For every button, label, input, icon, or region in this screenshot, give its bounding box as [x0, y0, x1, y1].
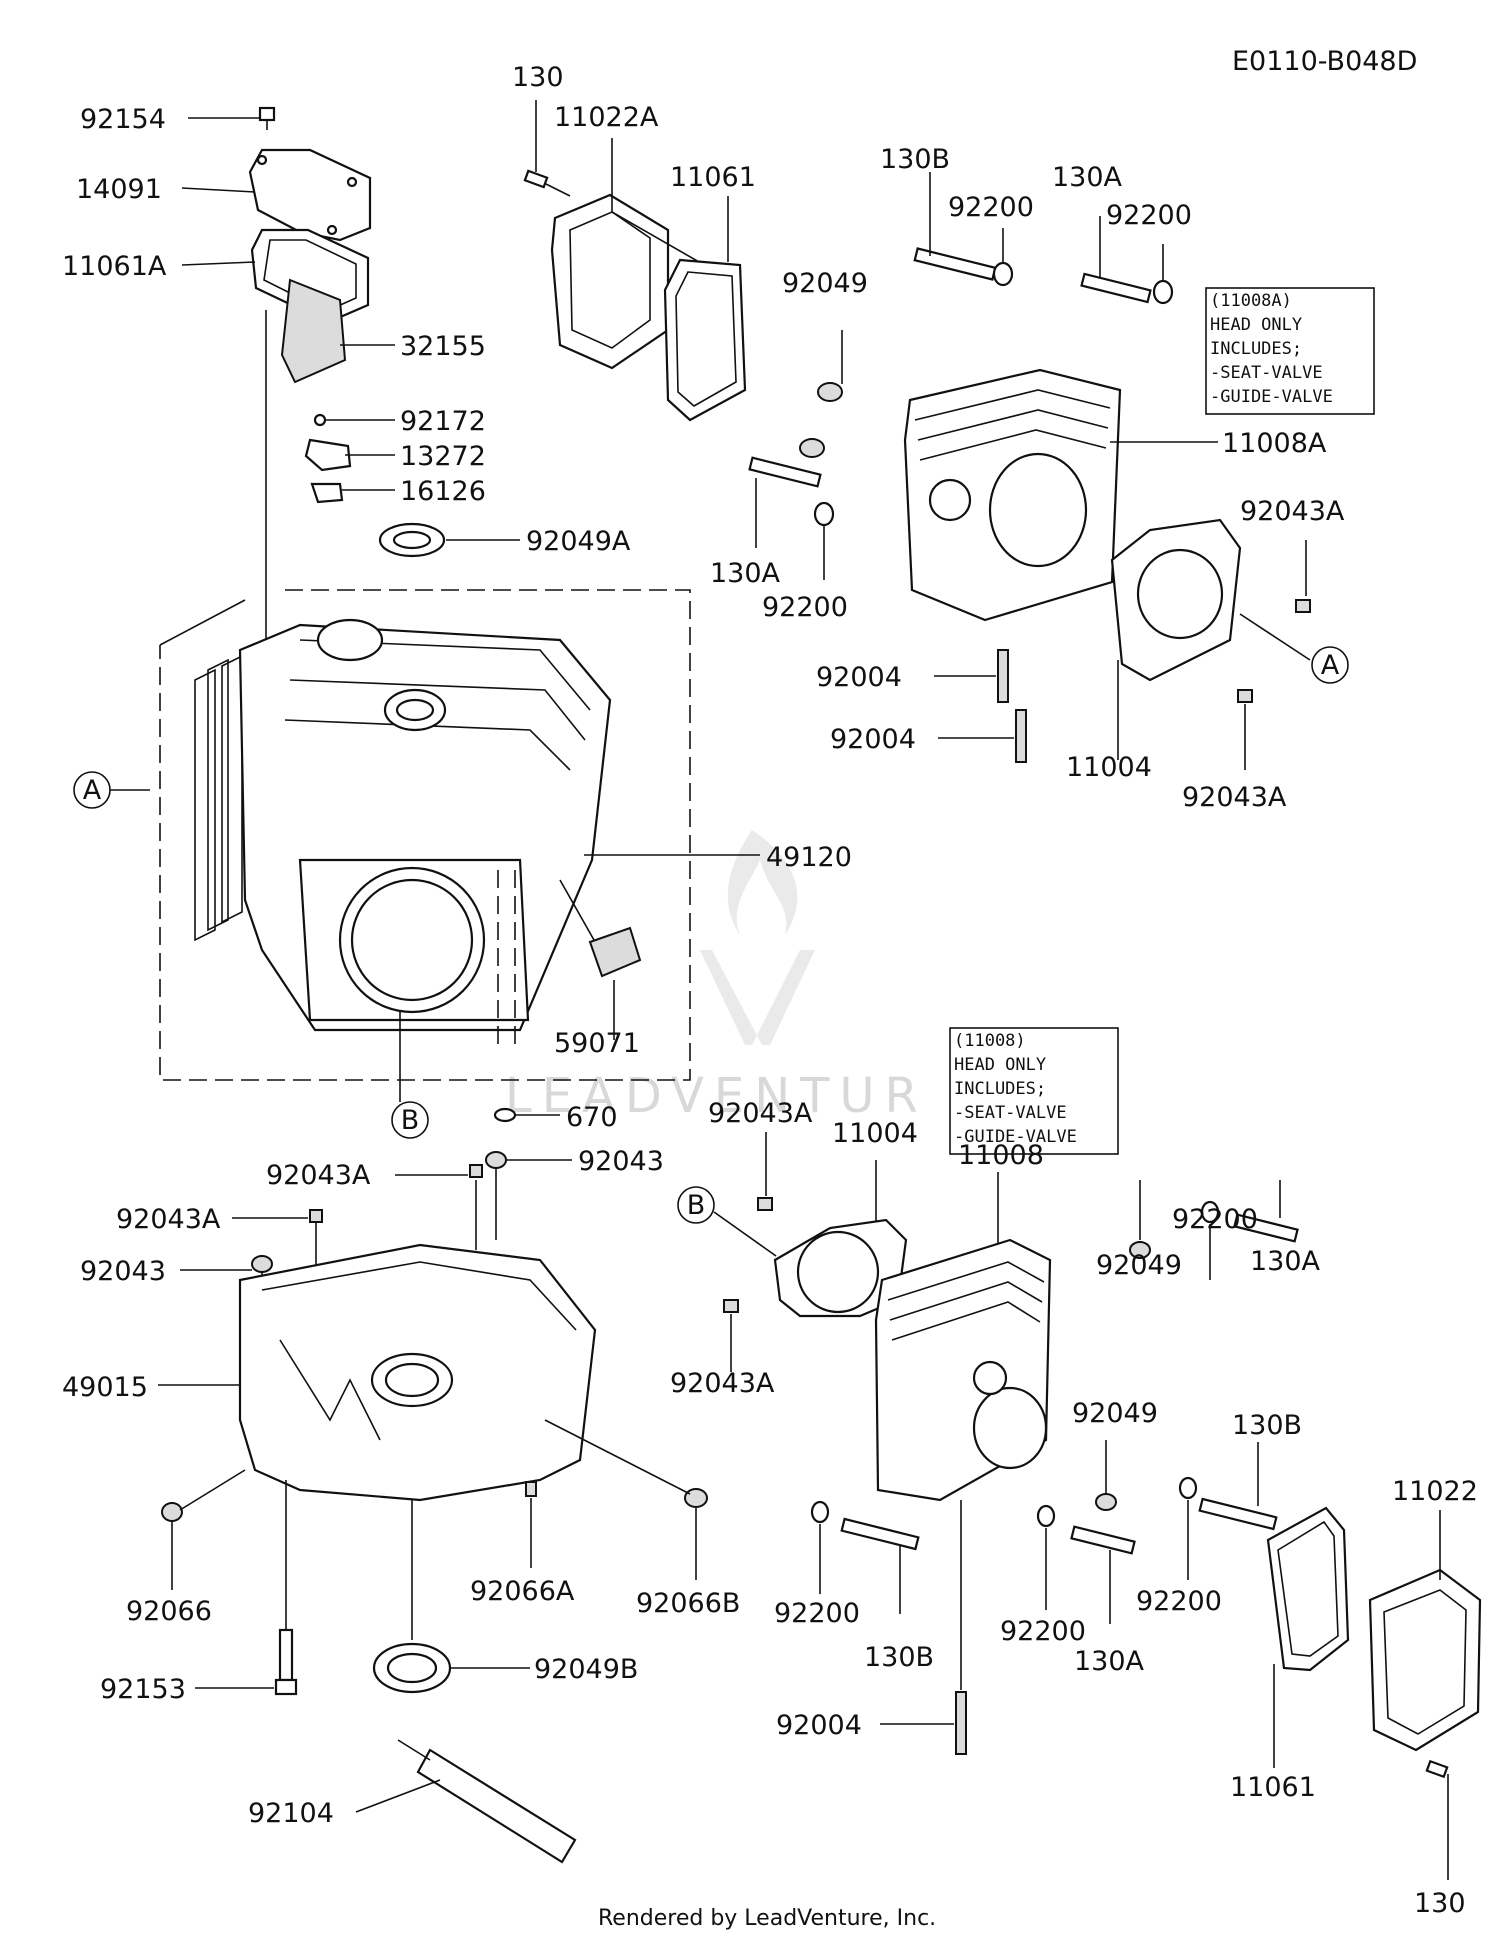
part-label: 670 — [566, 1102, 618, 1133]
part-label: 11022 — [1392, 1476, 1478, 1507]
cylinder-head-11008a-group — [748, 172, 1375, 770]
part-label: 92049 — [782, 268, 868, 299]
note-line: INCLUDES; — [954, 1079, 1046, 1099]
breather-cover-group — [181, 106, 520, 700]
part-label: 92153 — [100, 1674, 186, 1705]
part-label: 11061 — [1230, 1772, 1316, 1803]
note-line: -SEAT-VALVE — [954, 1103, 1067, 1123]
callout-b-bottom: B — [677, 1186, 715, 1224]
part-label: 92043A — [670, 1368, 775, 1399]
part-label: 14091 — [76, 174, 162, 205]
diagram-code: E0110-B048D — [1232, 46, 1417, 77]
part-label: 92004 — [830, 724, 916, 755]
part-label: 49015 — [62, 1372, 148, 1403]
note-line: -GUIDE-VALVE — [954, 1127, 1077, 1147]
part-label: 130B — [864, 1642, 934, 1673]
part-label: 11008 — [958, 1140, 1044, 1171]
part-label: 92066B — [636, 1588, 740, 1619]
part-label: 11022A — [554, 102, 659, 133]
callout-a-right: A — [1311, 646, 1349, 684]
note-head-11008: (11008) HEAD ONLY INCLUDES; -SEAT-VALVE … — [954, 1031, 1077, 1147]
part-label: 13272 — [400, 441, 486, 472]
part-label: 130 — [512, 62, 564, 93]
part-label: 92200 — [762, 592, 848, 623]
note-line: (11008) — [954, 1031, 1026, 1051]
callout-a-left: A — [73, 771, 111, 809]
part-label: 92049A — [526, 526, 631, 557]
part-label: 92049 — [1072, 1398, 1158, 1429]
part-label: 92066A — [470, 1576, 575, 1607]
crankcase-49015-group — [158, 1151, 708, 1864]
part-label: 92043A — [708, 1098, 813, 1129]
svg-text:A: A — [83, 775, 102, 806]
note-line: HEAD ONLY — [954, 1055, 1046, 1075]
part-label: 92043 — [80, 1256, 166, 1287]
part-label: 92200 — [948, 192, 1034, 223]
part-label: 92043A — [1182, 782, 1287, 813]
part-label: 92200 — [1172, 1204, 1258, 1235]
footer-credit: Rendered by LeadVenture, Inc. — [598, 1906, 936, 1931]
part-label: 11008A — [1222, 428, 1327, 459]
note-line: HEAD ONLY — [1210, 315, 1302, 335]
part-label: 92172 — [400, 406, 486, 437]
note-line: INCLUDES; — [1210, 339, 1302, 359]
callout-b-center: B — [391, 1101, 429, 1139]
part-label: 92043A — [116, 1204, 221, 1235]
part-label: 59071 — [554, 1028, 640, 1059]
part-label: 130B — [1232, 1410, 1302, 1441]
svg-text:B: B — [401, 1105, 420, 1136]
part-label: 32155 — [400, 331, 486, 362]
part-label: 92004 — [776, 1710, 862, 1741]
note-line: -SEAT-VALVE — [1210, 363, 1323, 383]
part-label: 92154 — [80, 104, 166, 135]
cylinder-head-11008-group — [713, 1027, 1482, 1880]
part-label: 130 — [1414, 1888, 1466, 1919]
watermark-text: LEADVENTUR — [505, 1068, 928, 1124]
part-label: 92200 — [1136, 1586, 1222, 1617]
part-label: 130A — [1250, 1246, 1321, 1277]
part-label: 16126 — [400, 476, 486, 507]
part-label: 49120 — [766, 842, 852, 873]
part-label: 130A — [710, 558, 781, 589]
part-label: 92043A — [266, 1160, 371, 1191]
part-label: 11061 — [670, 162, 756, 193]
part-label: 11004 — [1066, 752, 1152, 783]
note-head-11008a: (11008A) HEAD ONLY INCLUDES; -SEAT-VALVE… — [1210, 291, 1333, 407]
rocker-cover-11022a-group — [523, 100, 747, 422]
part-label: 92049B — [534, 1654, 638, 1685]
part-label: 92043A — [1240, 496, 1345, 527]
part-label: 11061A — [62, 251, 167, 282]
part-label: 11004 — [832, 1118, 918, 1149]
note-line: -GUIDE-VALVE — [1210, 387, 1333, 407]
part-label: 92200 — [1000, 1616, 1086, 1647]
cylinder-block-49120-group — [92, 589, 760, 1123]
note-line: (11008A) — [1210, 291, 1292, 311]
part-label: 92200 — [1106, 200, 1192, 231]
part-label: 92049 — [1096, 1250, 1182, 1281]
part-label: 130A — [1052, 162, 1123, 193]
part-label: 92043 — [578, 1146, 664, 1177]
part-label: 130B — [880, 144, 950, 175]
leadventure-watermark: LEADVENTUR — [505, 830, 928, 1124]
part-label: 130A — [1074, 1646, 1145, 1677]
part-label: 92104 — [248, 1798, 334, 1829]
part-label: 92066 — [126, 1596, 212, 1627]
part-label: 92200 — [774, 1598, 860, 1629]
svg-text:B: B — [687, 1190, 706, 1221]
part-label: 92004 — [816, 662, 902, 693]
svg-text:A: A — [1321, 650, 1340, 681]
